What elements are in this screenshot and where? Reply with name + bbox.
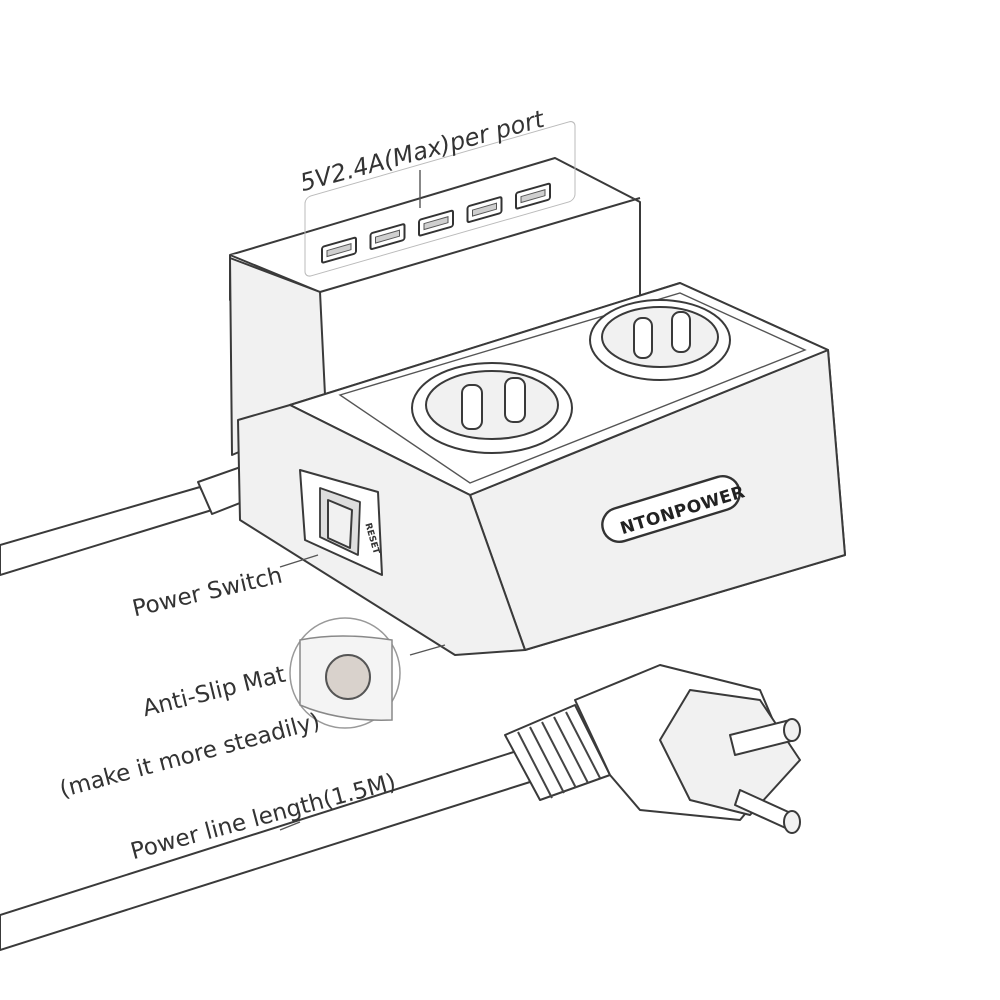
input-cord <box>0 455 279 576</box>
usb-port <box>466 196 503 224</box>
usb-port <box>321 236 357 264</box>
socket-left <box>411 362 573 454</box>
brand-badge <box>601 475 741 543</box>
usb-tower <box>229 121 641 456</box>
power-switch <box>279 469 383 576</box>
usb-port <box>418 209 454 237</box>
usb-port <box>515 182 551 210</box>
anti-slip-pad <box>325 654 371 700</box>
anti-slip-inset <box>289 617 446 729</box>
plug-cord <box>0 664 801 951</box>
socket-right <box>589 299 731 381</box>
usb-port-group <box>321 182 551 264</box>
usb-port <box>369 223 406 251</box>
